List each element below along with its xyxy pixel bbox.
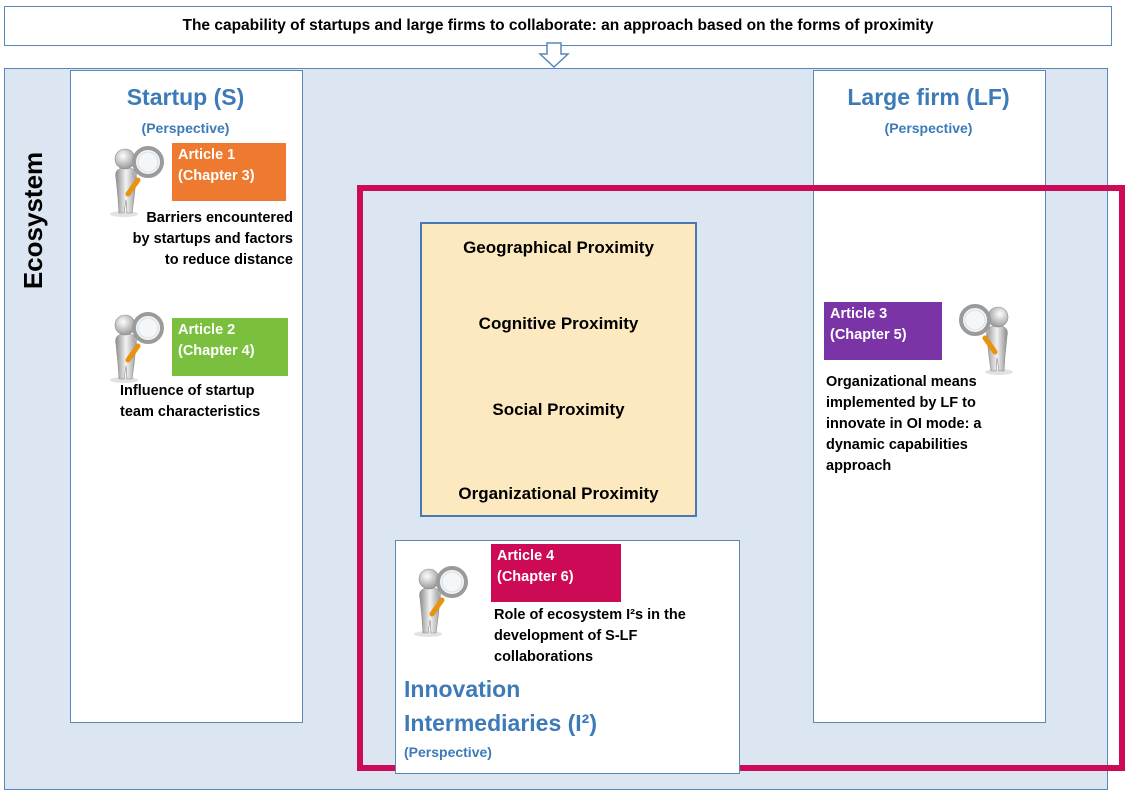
article-4-label: Article 4 <box>497 548 555 564</box>
article-3-chapter: (Chapter 5) <box>830 327 907 343</box>
article-1-desc-line: by startups and factors <box>132 231 293 247</box>
article-4-description: Role of ecosystem I²s in the development… <box>494 605 734 668</box>
article-2-chapter: (Chapter 4) <box>178 343 255 359</box>
intermediaries-title-line: Innovation <box>404 676 521 702</box>
proximity-item: Organizational Proximity <box>458 484 659 503</box>
ecosystem-label-text: Ecosystem <box>18 151 49 289</box>
diagram-title-text: The capability of startups and large fir… <box>182 17 934 34</box>
article-4-desc-line: development of S-LF <box>494 628 638 644</box>
diagram-title: The capability of startups and large fir… <box>4 6 1112 46</box>
article-1-chapter: (Chapter 3) <box>178 168 255 184</box>
article-2-box: Article 2 (Chapter 4) <box>172 318 288 376</box>
article-3-description: Organizational means implemented by LF t… <box>826 372 1036 477</box>
magnifier-person-icon <box>408 560 472 638</box>
magnifier-person-icon <box>104 306 168 384</box>
article-3-desc-line: approach <box>826 458 892 474</box>
article-2-desc-line: Influence of startup <box>120 383 255 399</box>
intermediaries-title: Innovation Intermediaries (I²) <box>404 672 724 740</box>
intermediaries-subtitle: (Perspective) <box>404 744 492 760</box>
startup-title: Startup (S) <box>126 84 245 110</box>
article-4-desc-line: Role of ecosystem I²s in the <box>494 607 686 623</box>
article-1-desc-line: to reduce distance <box>164 252 293 268</box>
down-arrow-icon <box>538 42 570 68</box>
article-3-desc-line: implemented by LF to <box>826 395 976 411</box>
article-4-chapter: (Chapter 6) <box>497 569 574 585</box>
article-3-label: Article 3 <box>830 306 888 322</box>
article-4-desc-line: collaborations <box>494 649 594 665</box>
intermediaries-title-line: Intermediaries (I²) <box>404 710 597 736</box>
magnifier-person-icon <box>104 140 168 218</box>
article-1-label: Article 1 <box>178 147 236 163</box>
proximity-focus-frame <box>357 185 1125 771</box>
article-2-description: Influence of startup team characteristic… <box>120 381 290 423</box>
article-4-box: Article 4 (Chapter 6) <box>491 544 621 602</box>
proximity-item: Cognitive Proximity <box>478 314 639 333</box>
article-2-desc-line: team characteristics <box>120 404 261 420</box>
article-3-box: Article 3 (Chapter 5) <box>824 302 942 360</box>
article-3-desc-line: innovate in OI mode: a <box>826 416 982 432</box>
ecosystem-label: Ecosystem <box>10 140 58 300</box>
large-firm-subtitle: (Perspective) <box>884 120 973 136</box>
article-3-desc-line: dynamic capabilities <box>826 437 968 453</box>
article-3-desc-line: Organizational means <box>826 374 977 390</box>
proximity-item: Geographical Proximity <box>463 238 654 257</box>
article-1-box: Article 1 (Chapter 3) <box>172 143 286 201</box>
large-firm-title: Large firm (LF) <box>847 84 1010 110</box>
large-firm-panel <box>813 70 1046 723</box>
proximity-box: Geographical Proximity Cognitive Proximi… <box>420 222 697 517</box>
proximity-item: Social Proximity <box>492 400 625 419</box>
article-2-label: Article 2 <box>178 322 236 338</box>
startup-subtitle: (Perspective) <box>141 120 230 136</box>
article-1-desc-line: Barriers encountered <box>146 210 293 226</box>
article-1-description: Barriers encountered by startups and fac… <box>100 208 293 271</box>
magnifier-person-icon <box>955 298 1019 376</box>
